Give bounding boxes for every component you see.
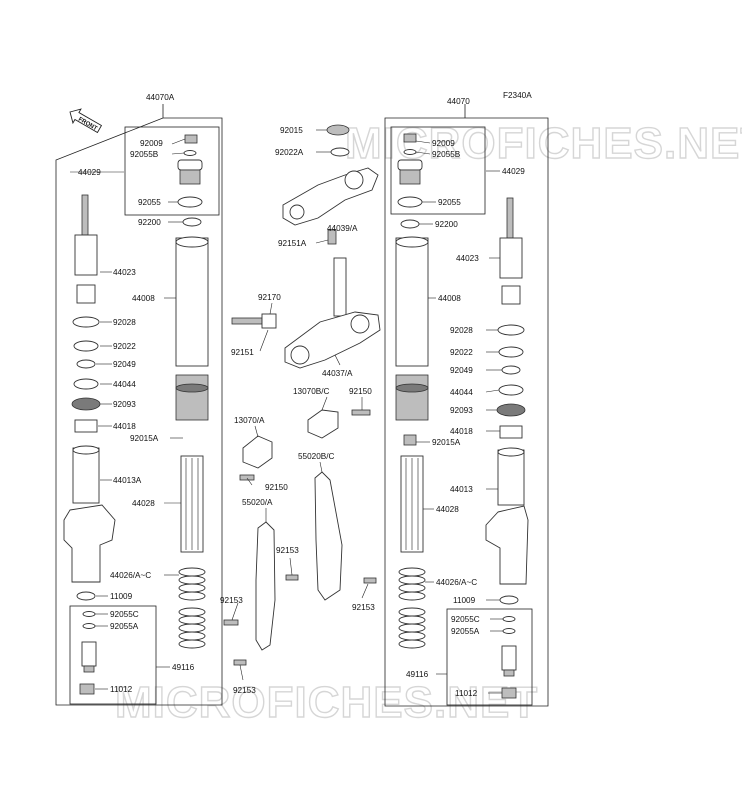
- right-label-44023: 44023: [456, 254, 479, 263]
- left-label-92022: 92022: [113, 342, 136, 351]
- right-label-92049: 92049: [450, 366, 473, 375]
- right-label-92055A: 92055A: [451, 627, 480, 636]
- left-label-44044: 44044: [113, 380, 136, 389]
- center-label-55020BC: 55020B/C: [298, 452, 335, 461]
- right-label-92022: 92022: [450, 348, 473, 357]
- left-label-11009: 11009: [110, 592, 133, 601]
- center-label-92015: 92015: [280, 126, 303, 135]
- center-assembly: 92015 92022A 44039/A 92151A 92170 92151 …: [220, 124, 381, 695]
- right-label-92200: 92200: [435, 220, 458, 229]
- right-label-92009: 92009: [432, 139, 455, 148]
- left-label-92028: 92028: [113, 318, 136, 327]
- left-label-44026: 44026/A~C: [110, 571, 151, 580]
- right-label-92055C: 92055C: [451, 615, 480, 624]
- left-label-92055A: 92055A: [110, 622, 139, 631]
- right-label-92093: 92093: [450, 406, 473, 415]
- center-label-13070BC: 13070B/C: [293, 387, 330, 396]
- center-label-92151A: 92151A: [278, 239, 307, 248]
- left-label-44023: 44023: [113, 268, 136, 277]
- right-label-11009: 11009: [453, 596, 476, 605]
- center-label-92153-c: 92153: [220, 596, 243, 605]
- center-label-44037: 44037/A: [322, 369, 353, 378]
- center-label-92022A: 92022A: [275, 148, 304, 157]
- center-label-13070A: 13070/A: [234, 416, 265, 425]
- left-label-92200: 92200: [138, 218, 161, 227]
- center-label-44039: 44039/A: [327, 224, 358, 233]
- left-label-92055B: 92055B: [130, 150, 159, 159]
- center-label-92151: 92151: [231, 348, 254, 357]
- left-assembly-title: 44070A: [146, 93, 175, 102]
- right-assembly: 44070: [384, 97, 549, 707]
- right-label-11012: 11012: [455, 689, 478, 698]
- right-label-44044: 44044: [450, 388, 473, 397]
- left-label-92093: 92093: [113, 400, 136, 409]
- center-label-92150-b: 92150: [265, 483, 288, 492]
- right-label-92015A: 92015A: [432, 438, 461, 447]
- right-label-92055B: 92055B: [432, 150, 461, 159]
- left-label-11012: 11012: [110, 685, 133, 694]
- right-label-44013: 44013: [450, 485, 473, 494]
- right-label-92055: 92055: [438, 198, 461, 207]
- right-label-44026: 44026/A~C: [436, 578, 477, 587]
- center-label-55020A: 55020/A: [242, 498, 273, 507]
- right-assembly-title: 44070: [447, 97, 470, 106]
- right-label-92028: 92028: [450, 326, 473, 335]
- left-assembly: 44070A: [55, 93, 223, 706]
- front-arrow-icon: FRONT: [69, 108, 103, 134]
- left-label-49116: 49116: [172, 663, 195, 672]
- left-label-92009: 92009: [140, 139, 163, 148]
- left-label-44018: 44018: [113, 422, 136, 431]
- left-label-44013A: 44013A: [113, 476, 142, 485]
- watermark-bottom: MICROFICHES.NET: [115, 678, 538, 727]
- right-label-44028: 44028: [436, 505, 459, 514]
- left-label-92055C: 92055C: [110, 610, 139, 619]
- center-label-92150-a: 92150: [349, 387, 372, 396]
- diagram-code: F2340A: [503, 91, 532, 100]
- center-label-92153-d: 92153: [233, 686, 256, 695]
- right-label-44029: 44029: [502, 167, 525, 176]
- left-label-92055: 92055: [138, 198, 161, 207]
- left-label-44028: 44028: [132, 499, 155, 508]
- center-label-92153-b: 92153: [352, 603, 375, 612]
- left-label-92015A: 92015A: [130, 434, 159, 443]
- center-label-92170: 92170: [258, 293, 281, 302]
- left-label-44008: 44008: [132, 294, 155, 303]
- right-label-44018: 44018: [450, 427, 473, 436]
- left-label-44029: 44029: [78, 168, 101, 177]
- left-label-92049: 92049: [113, 360, 136, 369]
- right-label-49116: 49116: [406, 670, 429, 679]
- right-label-44008: 44008: [438, 294, 461, 303]
- center-label-92153-a: 92153: [276, 546, 299, 555]
